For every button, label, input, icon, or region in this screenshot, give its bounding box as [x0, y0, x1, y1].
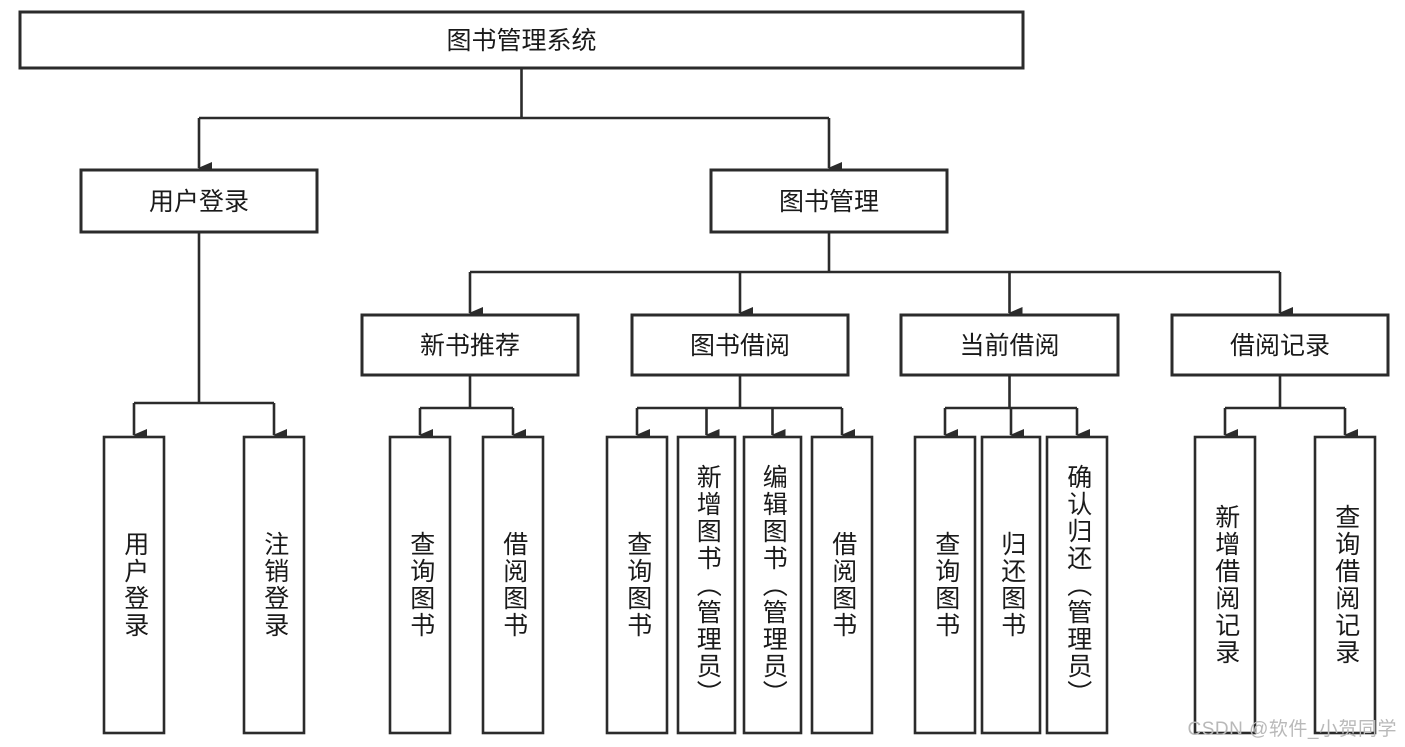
- node-current-borrow[interactable]: 当前借阅: [899, 313, 1120, 377]
- node-new-book-recommend[interactable]: 新书推荐: [360, 313, 580, 377]
- node-leaf-borrow-book-1[interactable]: [481, 435, 545, 735]
- node-box-leaf-return-book[interactable]: [980, 435, 1042, 735]
- node-box-leaf-add-borrow-record[interactable]: [1193, 435, 1257, 735]
- node-leaf-confirm-return[interactable]: [1045, 435, 1109, 735]
- node-book-borrow[interactable]: 图书借阅: [630, 313, 850, 377]
- node-root[interactable]: 图书管理系统: [18, 10, 1025, 70]
- node-label-current-borrow: 当前借阅: [959, 332, 1059, 360]
- node-box-current-borrow[interactable]: [899, 313, 1120, 377]
- node-leaf-add-borrow-record[interactable]: [1193, 435, 1257, 735]
- node-leaf-user-login[interactable]: [102, 435, 166, 735]
- node-box-leaf-query-book-3[interactable]: [913, 435, 977, 735]
- node-box-leaf-edit-book[interactable]: [742, 435, 803, 735]
- node-label-user-login: 用户登录: [149, 188, 249, 216]
- node-box-leaf-query-book-2[interactable]: [605, 435, 669, 735]
- node-label-book-manage: 图书管理: [779, 188, 879, 216]
- node-leaf-query-book-3[interactable]: [913, 435, 977, 735]
- connector-lines: [132, 68, 1358, 441]
- node-leaf-edit-book[interactable]: [742, 435, 803, 735]
- node-box-leaf-add-book[interactable]: [676, 435, 737, 735]
- node-leaf-query-book-2[interactable]: [605, 435, 669, 735]
- node-box-root[interactable]: [18, 10, 1025, 70]
- node-box-leaf-query-book-1[interactable]: [388, 435, 452, 735]
- node-user-login[interactable]: 用户登录: [79, 168, 319, 234]
- node-leaf-query-borrow-record[interactable]: [1313, 435, 1377, 735]
- node-box-leaf-confirm-return[interactable]: [1045, 435, 1109, 735]
- node-leaf-logout-login[interactable]: [242, 435, 306, 735]
- node-label-book-borrow: 图书借阅: [690, 332, 790, 360]
- node-box-leaf-borrow-book-1[interactable]: [481, 435, 545, 735]
- node-box-borrow-record[interactable]: [1170, 313, 1390, 377]
- node-box-leaf-query-borrow-record[interactable]: [1313, 435, 1377, 735]
- node-label-borrow-record: 借阅记录: [1230, 332, 1330, 360]
- node-borrow-record[interactable]: 借阅记录: [1170, 313, 1390, 377]
- node-book-manage[interactable]: 图书管理: [709, 168, 949, 234]
- node-box-new-book-recommend[interactable]: [360, 313, 580, 377]
- node-label-new-book-recommend: 新书推荐: [420, 332, 520, 360]
- node-box-leaf-logout-login[interactable]: [242, 435, 306, 735]
- node-box-book-manage[interactable]: [709, 168, 949, 234]
- node-box-user-login[interactable]: [79, 168, 319, 234]
- node-leaf-query-book-1[interactable]: [388, 435, 452, 735]
- node-box-book-borrow[interactable]: [630, 313, 850, 377]
- node-leaf-borrow-book-2[interactable]: [810, 435, 874, 735]
- node-leaf-add-book[interactable]: [676, 435, 737, 735]
- node-label-root: 图书管理系统: [446, 27, 596, 55]
- node-leaf-return-book[interactable]: [980, 435, 1042, 735]
- node-box-leaf-borrow-book-2[interactable]: [810, 435, 874, 735]
- node-box-leaf-user-login[interactable]: [102, 435, 166, 735]
- watermark-text: CSDN @软件_小贺同学: [1187, 719, 1397, 740]
